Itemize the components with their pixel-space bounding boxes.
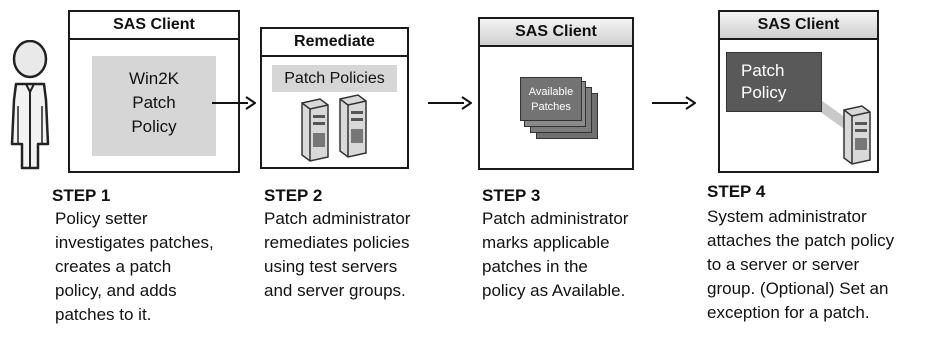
- win2k-line-1: Win2K: [128, 69, 180, 88]
- step2-header: Remediate: [262, 29, 407, 57]
- document-stack-icon: Available Patches: [520, 77, 598, 139]
- step3-description: Patch administrator marks applicable pat…: [482, 209, 629, 300]
- win2k-line-2: Patch: [132, 93, 176, 112]
- step1-description: Policy setter investigates patches, crea…: [55, 209, 214, 324]
- step2-title: STEP 2: [264, 186, 323, 205]
- step1-title: STEP 1: [52, 186, 111, 205]
- server-icon: [301, 98, 329, 162]
- step4-description: System administrator attaches the patch …: [707, 207, 895, 322]
- step3-panel: SAS Client Available Patches: [478, 17, 634, 170]
- arrow-right-icon: [652, 96, 696, 110]
- arrow-right-icon: [212, 96, 256, 110]
- step2-panel: Remediate Patch Policies: [260, 27, 409, 169]
- win2k-patch-policy-box: Win2K Patch Policy: [92, 56, 216, 156]
- patch-policy-box: Patch Policy: [726, 52, 822, 112]
- person-icon: [10, 40, 50, 170]
- step3-title: STEP 3: [482, 186, 541, 205]
- step4-header: SAS Client: [720, 12, 877, 40]
- patch-line: Patch: [741, 61, 785, 80]
- available-patches-doc: Available Patches: [520, 77, 582, 121]
- step3-header: SAS Client: [480, 19, 632, 47]
- patches-label: Patches: [531, 101, 571, 113]
- server-icon: [339, 94, 367, 158]
- server-icon: [843, 105, 871, 165]
- step1-header: SAS Client: [70, 12, 238, 40]
- step4-title: STEP 4: [707, 182, 766, 201]
- win2k-line-3: Policy: [131, 117, 177, 136]
- available-label: Available: [528, 86, 574, 98]
- step1-panel: SAS Client Win2K Patch Policy: [68, 10, 240, 173]
- step2-description: Patch administrator remediates policies …: [264, 209, 411, 300]
- arrow-right-icon: [428, 96, 472, 110]
- step4-panel: SAS Client Patch Policy: [718, 10, 879, 173]
- patch-policies-box: Patch Policies: [272, 65, 397, 92]
- policy-line: Policy: [741, 83, 787, 102]
